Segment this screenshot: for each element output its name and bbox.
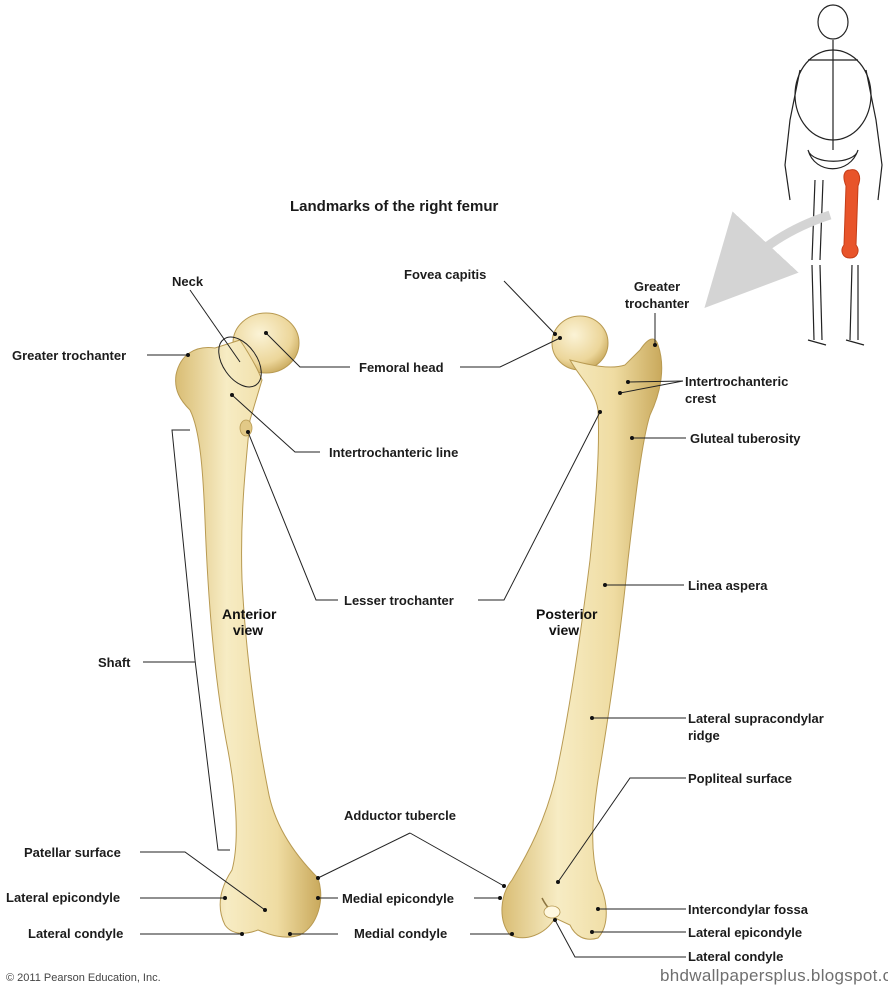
label-patellar-surface: Patellar surface — [24, 845, 121, 860]
label-lateral-epicondyle-anterior: Lateral epicondyle — [6, 890, 121, 905]
label-lateral-supracondylar-ridge: Lateral supracondylar ridge — [688, 711, 824, 743]
leader-dots — [186, 331, 657, 936]
label-adductor-tubercle: Adductor tubercle — [344, 808, 456, 823]
view-label-posterior: Posterior view — [536, 606, 598, 638]
skeleton-thumbnail — [784, 4, 883, 346]
label-femoral-head: Femoral head — [359, 360, 444, 375]
label-greater-trochanter-anterior: Greater trochanter — [12, 348, 127, 363]
label-intercondylar-fossa: Intercondylar fossa — [688, 902, 808, 917]
watermark-text: bhdwallpapersplus.blogspot.com — [660, 966, 888, 985]
label-lesser-trochanter: Lesser trochanter — [344, 593, 454, 608]
label-intertrochanteric-line: Intertrochanteric line — [329, 445, 459, 460]
label-medial-condyle: Medial condyle — [354, 926, 448, 941]
posterior-femur — [501, 315, 663, 940]
copyright-notice: © 2011 Pearson Education, Inc. — [6, 972, 161, 984]
label-medial-epicondyle: Medial epicondyle — [342, 891, 454, 906]
label-linea-aspera: Linea aspera — [688, 578, 768, 593]
label-greater-trochanter-posterior: Greater trochanter — [624, 279, 690, 311]
view-label-anterior: Anterior view — [222, 606, 277, 638]
highlighted-femur — [841, 169, 861, 259]
label-gluteal-tuberosity: Gluteal tuberosity — [690, 431, 801, 446]
label-fovea-capitis: Fovea capitis — [404, 267, 487, 282]
leader-lines — [140, 280, 686, 958]
label-neck: Neck — [172, 274, 204, 289]
label-popliteal-surface: Popliteal surface — [688, 771, 793, 786]
label-lateral-condyle-posterior: Lateral condyle — [688, 949, 784, 964]
label-lateral-epicondyle-posterior: Lateral epicondyle — [688, 925, 803, 940]
diagram-title: Landmarks of the right femur — [290, 198, 499, 215]
label-shaft: Shaft — [98, 655, 131, 670]
label-intertrochanteric-crest: Intertrochanteric crest — [685, 374, 789, 406]
pointer-arrow — [704, 210, 832, 309]
label-lateral-condyle-anterior: Lateral condyle — [28, 926, 124, 941]
